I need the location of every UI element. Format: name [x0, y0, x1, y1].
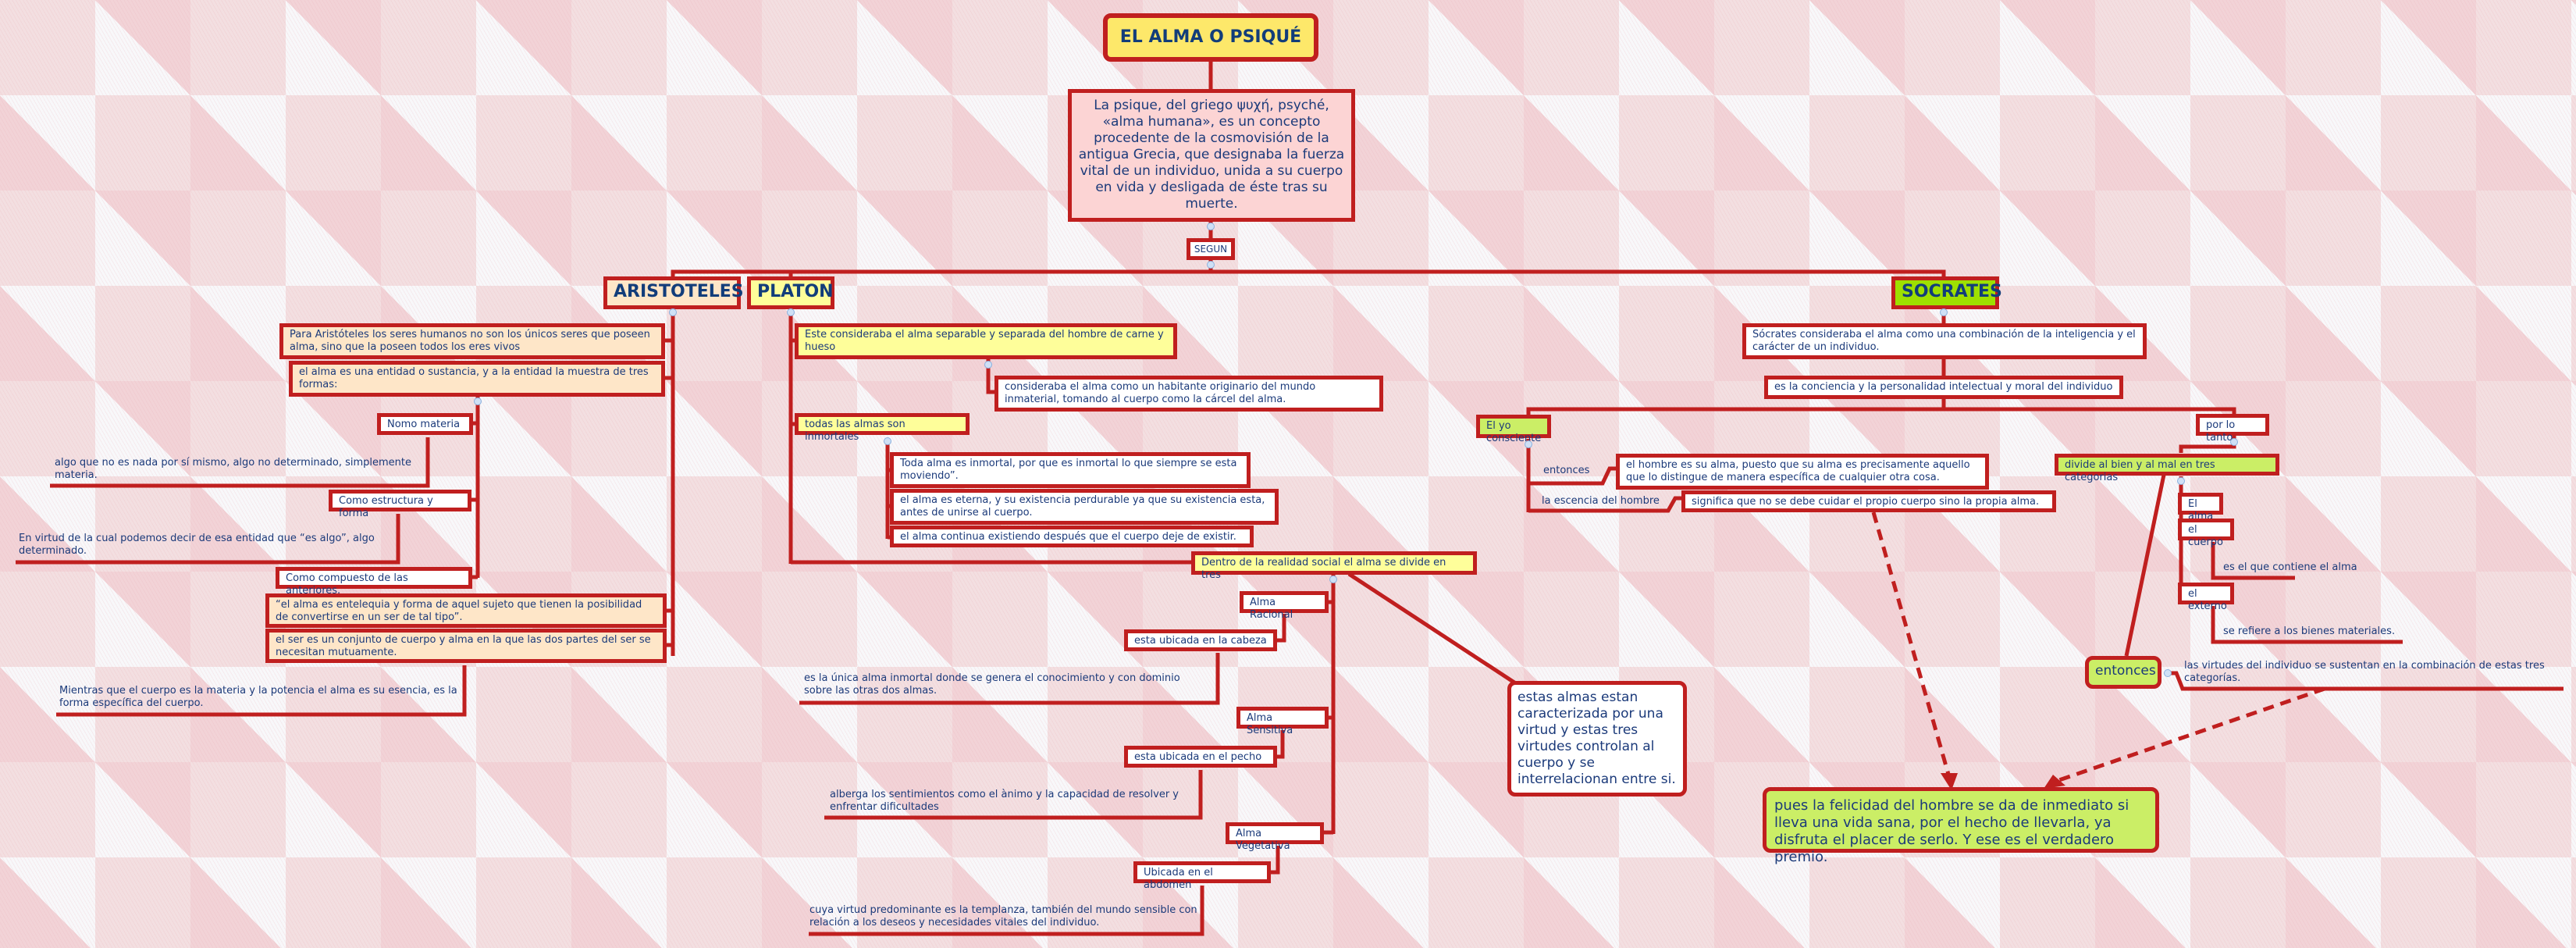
platon-inmortales-a[interactable]: Toda alma es inmortal, por que es inmort…: [890, 452, 1251, 488]
aristoteles-n3[interactable]: “el alma es entelequia y forma de aquel …: [265, 593, 667, 628]
externo-desc: se refiere a los bienes materiales.: [2223, 625, 2396, 637]
collapse-toggle[interactable]: [669, 308, 677, 316]
collapse-toggle[interactable]: [2177, 477, 2185, 485]
almas-virtud-note[interactable]: estas almas estan caracterizada por una …: [1507, 681, 1687, 797]
cuerpo-desc: es el que contiene el alma: [2223, 561, 2357, 573]
platon-node[interactable]: PLATON: [747, 276, 834, 309]
escencia-label: la escencia del hombre: [1542, 495, 1660, 507]
aristoteles-n4[interactable]: el ser es un conjunto de cuerpo y alma e…: [265, 629, 667, 663]
entonces-label: entonces: [1543, 465, 1590, 476]
sensitiva-desc: alberga los sentimientos como el ànimo y…: [830, 789, 1179, 813]
collapse-toggle[interactable]: [1940, 308, 1948, 316]
aristoteles-n1[interactable]: Para Aristóteles los seres humanos no so…: [279, 323, 665, 359]
collapse-toggle[interactable]: [1525, 440, 1532, 448]
hombre-es-su-alma[interactable]: el hombre es su alma, puesto que su alma…: [1616, 454, 1989, 490]
forma-estructura[interactable]: Como estructura y forma: [329, 490, 471, 519]
platon-division[interactable]: Dentro de la realidad social el alma se …: [1191, 551, 1477, 581]
aristoteles-node[interactable]: ARISTOTELES: [603, 276, 744, 309]
vegetativa-ubicacion[interactable]: Ubicada en el abdomen: [1133, 861, 1271, 891]
sensitiva-ubicacion[interactable]: esta ubicada en el pecho: [1124, 746, 1277, 768]
platon-inmortales-b[interactable]: el alma es eterna, y su existencia perdu…: [890, 489, 1279, 525]
socrates-n1[interactable]: Sócrates consideraba el alma como una co…: [1742, 323, 2147, 359]
racional-desc: es la única alma inmortal donde se gener…: [804, 672, 1180, 697]
aristoteles-n2[interactable]: el alma es una entidad o sustancia, y a …: [289, 361, 665, 397]
categoria-externo[interactable]: el externo: [2178, 583, 2234, 612]
central-topic[interactable]: EL ALMA O PSIQUÉ: [1103, 13, 1318, 62]
collapse-toggle[interactable]: [984, 361, 992, 369]
collapse-toggle[interactable]: [474, 397, 482, 405]
segun-node[interactable]: SEGUN: [1187, 238, 1235, 260]
alma-sensitiva[interactable]: Alma Sensitiva: [1236, 707, 1329, 736]
platon-n1-desc[interactable]: consideraba el alma como un habitante or…: [994, 376, 1383, 412]
platon-n1[interactable]: Este consideraba el alma separable y sep…: [795, 323, 1177, 359]
por-lo-tanto[interactable]: por lo tanto: [2196, 414, 2269, 444]
collapse-toggle[interactable]: [1207, 223, 1215, 230]
cuidar-alma[interactable]: significa que no se debe cuidar el propi…: [1681, 490, 2056, 512]
collapse-toggle[interactable]: [1207, 261, 1215, 269]
forma-compuesto[interactable]: Como compuesto de las anteriores.: [276, 567, 472, 597]
yo-consciente[interactable]: El yo consciente: [1476, 415, 1551, 444]
collapse-toggle[interactable]: [787, 308, 795, 316]
collapse-toggle[interactable]: [1329, 576, 1337, 583]
categoria-cuerpo[interactable]: el cuerpo: [2178, 519, 2234, 548]
platon-inmortales-c[interactable]: el alma continua existiendo después que …: [890, 526, 1254, 547]
aristoteles-n4-desc: Mientras que el cuerpo es la materia y l…: [59, 685, 457, 709]
collapse-toggle[interactable]: [2230, 438, 2238, 446]
categoria-alma[interactable]: El alma: [2178, 493, 2223, 522]
alma-vegetativa[interactable]: Alma Vegetativa: [1226, 822, 1324, 852]
felicidad-conclusion[interactable]: pues la felicidad del hombre se da de in…: [1763, 787, 2159, 865]
collapse-toggle[interactable]: [884, 437, 891, 445]
intro-node[interactable]: La psique, del griego ψυχή, psyché, «alm…: [1068, 89, 1355, 222]
socrates-node[interactable]: SOCRATES: [1891, 276, 2002, 309]
entonces-node[interactable]: entonces: [2085, 656, 2161, 689]
racional-ubicacion[interactable]: esta ubicada en la cabeza: [1124, 629, 1277, 651]
vegetativa-desc: cuya virtud predominante es la templanza…: [809, 904, 1197, 928]
forma-materia[interactable]: Nomo materia: [377, 413, 473, 435]
divide-bien-mal[interactable]: divide al bien y al mal en tres categori…: [2055, 454, 2279, 483]
alma-racional[interactable]: Alma Racional: [1240, 591, 1329, 621]
platon-inmortales[interactable]: todas las almas son inmortales: [795, 413, 970, 443]
socrates-n2[interactable]: es la conciencia y la personalidad intel…: [1764, 376, 2123, 399]
collapse-toggle[interactable]: [2164, 669, 2172, 677]
forma-estructura-desc: En virtud de la cual podemos decir de es…: [19, 533, 375, 557]
virtudes-desc: las virtudes del individuo se sustentan …: [2184, 660, 2545, 684]
forma-materia-desc: algo que no es nada por sí mismo, algo n…: [55, 457, 412, 481]
